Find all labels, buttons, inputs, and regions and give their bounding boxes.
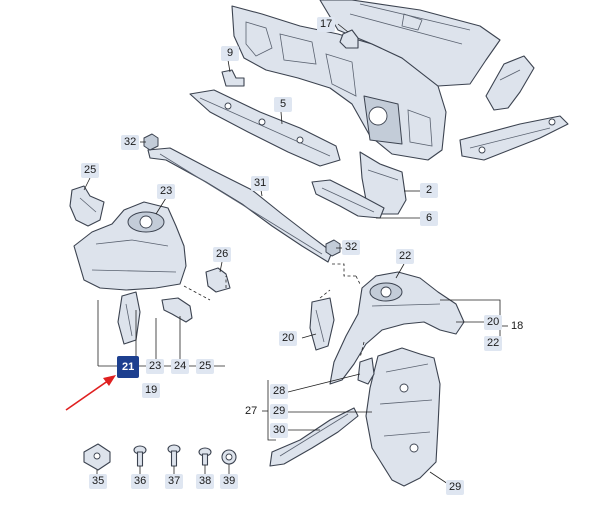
cowl-panel [319,0,501,87]
bracket-24 [161,297,193,323]
callout-22-lower[interactable]: 22 [484,336,503,351]
callout-23-lower[interactable]: 23 [146,359,165,374]
nut-35 [83,443,111,471]
side-panel [359,151,407,215]
callout-28[interactable]: 28 [270,384,289,399]
callout-18[interactable]: 18 [511,320,524,332]
washer-39 [221,449,237,465]
right-rail [459,115,569,161]
callout-32-lower[interactable]: 32 [342,240,361,255]
callout-9[interactable]: 9 [221,46,239,61]
strut-bar [147,147,333,263]
callout-39[interactable]: 39 [220,474,239,489]
callout-32-upper[interactable]: 32 [121,135,140,150]
callout-2[interactable]: 2 [420,183,438,198]
callout-29-right[interactable]: 29 [446,480,465,495]
bracket-20 [309,297,335,351]
callout-20-right[interactable]: 20 [484,315,503,330]
callout-23-upper[interactable]: 23 [157,184,176,199]
bracket-26 [205,267,231,293]
red-pointer-arrow [65,375,116,411]
right-upper-bracket [485,55,535,111]
callout-5[interactable]: 5 [274,97,292,112]
bracket-9 [221,69,245,87]
alignment-dashes [183,263,365,359]
bracket-23b [117,291,141,345]
callout-30[interactable]: 30 [270,423,289,438]
callout-22-upper[interactable]: 22 [396,249,415,264]
bolt-36 [133,445,147,467]
callout-27[interactable]: 27 [245,405,258,417]
callout-21-selected[interactable]: 21 [117,356,140,378]
callout-37[interactable]: 37 [165,474,184,489]
crossmember [189,89,341,167]
right-strut-tower [329,271,465,385]
callout-25-lower[interactable]: 25 [196,359,215,374]
callout-17[interactable]: 17 [317,17,336,32]
callout-26[interactable]: 26 [213,247,232,262]
callout-20-left[interactable]: 20 [279,331,298,346]
callout-36[interactable]: 36 [131,474,150,489]
front-inner-panel [365,347,441,487]
bolt-32a [143,133,159,151]
callout-24[interactable]: 24 [171,359,190,374]
callout-19[interactable]: 19 [142,383,161,398]
bracket-25 [69,185,105,227]
bolt-32b [325,239,341,257]
bolt-38 [198,447,212,466]
callout-25-upper[interactable]: 25 [81,163,100,178]
bolt-37 [167,444,181,467]
callout-35[interactable]: 35 [89,474,108,489]
bracket-17 [339,29,359,49]
callout-6[interactable]: 6 [420,211,438,226]
callout-31[interactable]: 31 [251,176,270,191]
callout-29-left[interactable]: 29 [270,404,289,419]
callout-38[interactable]: 38 [196,474,215,489]
bulkhead-panel [231,5,447,161]
left-strut-tower [73,201,187,291]
bracket-28 [357,357,375,385]
